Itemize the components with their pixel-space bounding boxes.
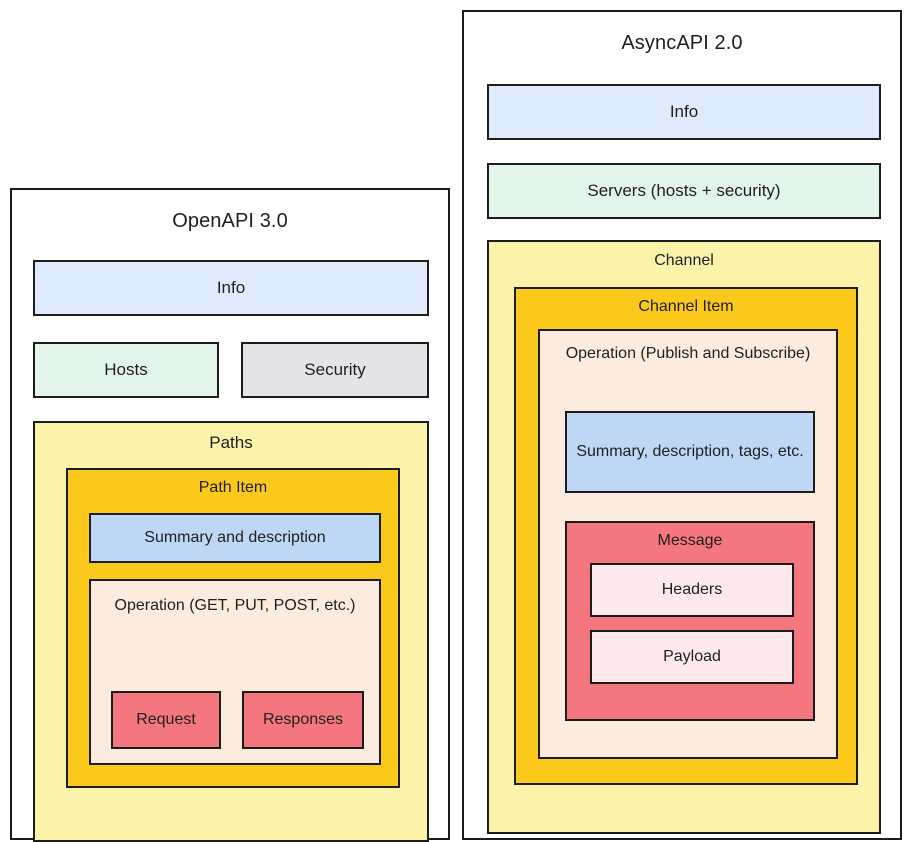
openapi-summary-block: Summary and description xyxy=(89,513,381,563)
openapi-paths-block: Paths Path Item Summary and description … xyxy=(33,421,429,842)
asyncapi-headers-block: Headers xyxy=(590,563,794,617)
openapi-security-block: Security xyxy=(241,342,429,398)
openapi-path-item-block: Path Item Summary and description Operat… xyxy=(66,468,400,788)
openapi-paths-label: Paths xyxy=(209,433,253,452)
asyncapi-channel-item-label: Channel Item xyxy=(638,298,734,315)
asyncapi-payload-label: Payload xyxy=(663,647,721,665)
openapi-info-label: Info xyxy=(216,277,246,297)
openapi-request-block: Request xyxy=(111,691,221,749)
openapi-path-item-label: Path Item xyxy=(198,479,268,496)
openapi-responses-block: Responses xyxy=(242,691,364,749)
openapi-panel: OpenAPI 3.0 Info Hosts Security Paths Pa… xyxy=(10,188,450,842)
openapi-responses-label: Responses xyxy=(262,710,344,728)
openapi-panel-title: OpenAPI 3.0 xyxy=(172,210,288,232)
asyncapi-panel: AsyncAPI 2.0 Info Servers (hosts + secur… xyxy=(462,10,902,840)
asyncapi-channel-block: Channel Channel Item Operation (Publish … xyxy=(487,240,881,834)
openapi-info-block: Info xyxy=(33,260,429,316)
asyncapi-info-label: Info xyxy=(669,101,699,121)
asyncapi-summary-block: Summary, description, tags, etc. xyxy=(565,411,815,493)
asyncapi-summary-label: Summary, description, tags, etc. xyxy=(576,442,804,460)
asyncapi-message-label: Message xyxy=(657,532,723,549)
openapi-hosts-label: Hosts xyxy=(104,359,148,379)
asyncapi-servers-block: Servers (hosts + security) xyxy=(487,163,881,219)
openapi-request-label: Request xyxy=(136,710,196,728)
asyncapi-channel-label: Channel xyxy=(654,252,714,269)
asyncapi-headers-label: Headers xyxy=(661,580,723,598)
asyncapi-servers-label: Servers (hosts + security) xyxy=(587,180,781,200)
asyncapi-operation-label: Operation (Publish and Subscribe) xyxy=(565,345,811,362)
asyncapi-operation-block: Operation (Publish and Subscribe) Summar… xyxy=(538,329,838,759)
openapi-summary-label: Summary and description xyxy=(144,528,326,546)
asyncapi-channel-item-block: Channel Item Operation (Publish and Subs… xyxy=(514,287,858,785)
openapi-security-label: Security xyxy=(304,359,366,379)
asyncapi-panel-title: AsyncAPI 2.0 xyxy=(621,32,743,54)
openapi-operation-label: Operation (GET, PUT, POST, etc.) xyxy=(114,597,356,614)
openapi-operation-block: Operation (GET, PUT, POST, etc.) Request… xyxy=(89,579,381,765)
openapi-hosts-block: Hosts xyxy=(33,342,219,398)
asyncapi-message-block: Message Headers Payload xyxy=(565,521,815,721)
asyncapi-info-block: Info xyxy=(487,84,881,140)
asyncapi-payload-block: Payload xyxy=(590,630,794,684)
